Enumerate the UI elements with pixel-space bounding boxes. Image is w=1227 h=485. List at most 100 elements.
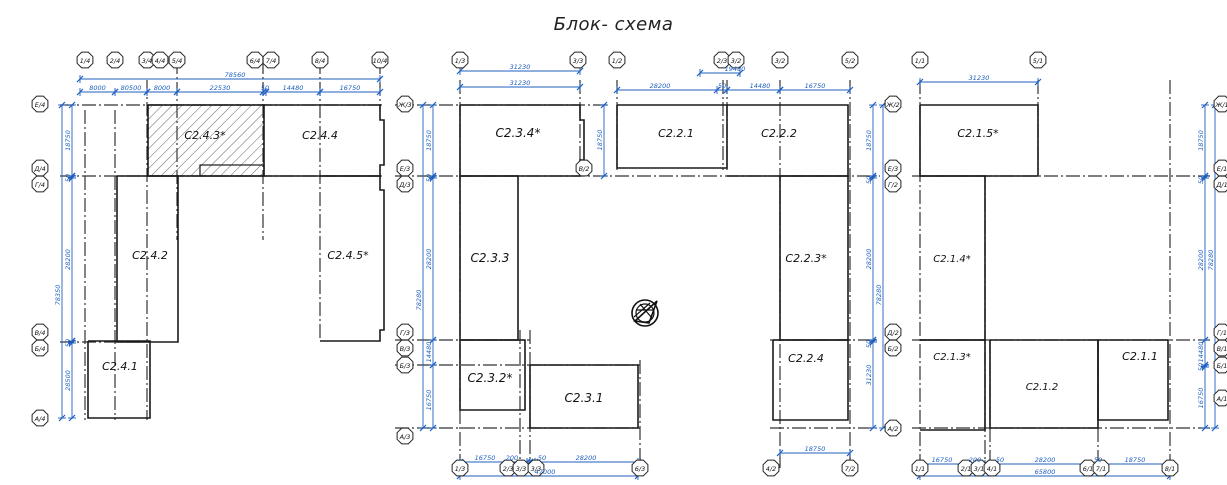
axis-marker-label: Е/3 [888, 165, 898, 173]
dimension-slash [376, 88, 384, 96]
dimension-label: 78280 [1207, 250, 1215, 271]
dimension-slash [429, 336, 437, 344]
axis-marker-outline [262, 51, 280, 69]
dimension-label: 50 [64, 339, 72, 347]
dimension-label: 31230 [969, 74, 990, 82]
dimension-slash [1201, 174, 1209, 182]
dimension-slash [173, 88, 181, 96]
block-outline [459, 339, 526, 411]
dimension-label: 50 [1094, 456, 1102, 464]
dimension-label: 8000 [154, 84, 171, 92]
dimension-label: 50 [865, 176, 873, 184]
axis-marker-outline [762, 459, 780, 477]
axis-marker-label: 7/2 [845, 465, 855, 473]
axis-marker-label: 3/3 [573, 57, 583, 65]
axis-marker: 5/4 [168, 51, 186, 69]
block-label: С2.4.4 [302, 129, 338, 142]
axis-marker-label: 6/1 [1083, 465, 1093, 473]
dimension-label: 65800 [1035, 468, 1056, 476]
axis-marker-outline [575, 159, 593, 177]
axis-marker: В/2 [575, 159, 593, 177]
axis-marker: 5/2 [841, 51, 859, 69]
dimension-slash [429, 424, 437, 432]
dimension-slash [429, 101, 437, 109]
dimension-label: 50 [996, 456, 1004, 464]
axis-marker-outline [884, 419, 902, 437]
dimension-slash [846, 86, 854, 94]
axis-marker-outline [1213, 175, 1227, 193]
axis-marker-label: 1/1 [915, 465, 925, 473]
building-outlines [87, 104, 1169, 431]
axis-marker: 6/4 [246, 51, 264, 69]
axis-marker-outline [396, 175, 414, 193]
dimension-slash [419, 101, 427, 109]
axis-marker-label: Ж/3 [397, 101, 411, 109]
block-outline [989, 339, 1099, 429]
dimension-slash [776, 86, 784, 94]
dimension-slash [419, 424, 427, 432]
axis-marker-outline [451, 51, 469, 69]
axis-marker-label: 7/1 [1096, 465, 1106, 473]
block-label: С2.1.3* [933, 352, 970, 363]
axis-marker-outline [31, 175, 49, 193]
diagram-title: Блок- схема [553, 14, 674, 35]
dimension-label: 31230 [865, 365, 873, 386]
axis-marker-outline [569, 51, 587, 69]
dimension-slash [68, 339, 76, 347]
block-label: С2.2.4 [788, 352, 824, 365]
axis-marker: В/1 [1213, 339, 1227, 357]
axis-marker-label: Д/2 [886, 329, 898, 337]
dimension-slash [68, 101, 76, 109]
axis-marker: Ж/2 [884, 95, 902, 113]
dimension-label: 50 [718, 82, 726, 90]
dimension-label: 18750 [64, 130, 72, 151]
axis-marker-label: Д/4 [33, 165, 45, 173]
axis-marker: Б/1 [1213, 356, 1227, 374]
axis-marker-label: 2/3 [503, 465, 513, 473]
dimension-slash [262, 88, 270, 96]
dimension-label: 50 [1197, 363, 1205, 371]
dimension-slash [143, 88, 151, 96]
axis-marker: 4/4 [151, 51, 169, 69]
north-arrow-icon [631, 299, 659, 327]
block-outline [116, 175, 179, 343]
block-label: С2.1.1 [1122, 350, 1158, 363]
axis-marker-outline [396, 427, 414, 445]
dimension-label: 28200 [64, 249, 72, 270]
dimension-slash [600, 172, 608, 180]
dimension-slash [76, 88, 84, 96]
axis-marker-label: 5/2 [845, 57, 855, 65]
dimension-label: 78560 [225, 71, 246, 79]
block-label: С2.4.3* [184, 129, 226, 142]
axis-marker-outline [1213, 95, 1227, 113]
block-label: С2.2.1 [658, 127, 694, 140]
axis-marker-label: Г/1 [1217, 329, 1227, 337]
dimension-slash [696, 69, 704, 77]
axis-marker-label: 5/1 [1033, 57, 1043, 65]
axis-marker: 4/1 [983, 459, 1001, 477]
dimension-slash [456, 67, 464, 75]
block-label: С2.1.2 [1026, 382, 1058, 393]
dimension-label: 18750 [1197, 130, 1205, 151]
axis-marker-label: 2/1 [961, 465, 971, 473]
axis-marker: 10/4 [371, 51, 389, 69]
block-outline [616, 104, 728, 169]
axis-marker-label: 1/4 [80, 57, 90, 65]
block-outline [772, 339, 849, 421]
dimension-label: 19480 [725, 65, 746, 73]
axis-marker-outline [608, 51, 626, 69]
axis-marker-label: 1/3 [455, 57, 465, 65]
axis-marker-label: 6/4 [250, 57, 260, 65]
axis-marker-outline [884, 175, 902, 193]
dimension-label: 31230 [510, 79, 531, 87]
axis-marker: 8/1 [1161, 459, 1179, 477]
axis-marker-label: Д/1 [1215, 181, 1227, 189]
axis-marker: Д/1 [1213, 175, 1227, 193]
axis-marker: 1/3 [451, 459, 469, 477]
axis-marker-outline [311, 51, 329, 69]
dimension-label: 18750 [805, 445, 826, 453]
dimension-label: 18750 [865, 130, 873, 151]
dimension-label: 28200 [650, 82, 671, 90]
